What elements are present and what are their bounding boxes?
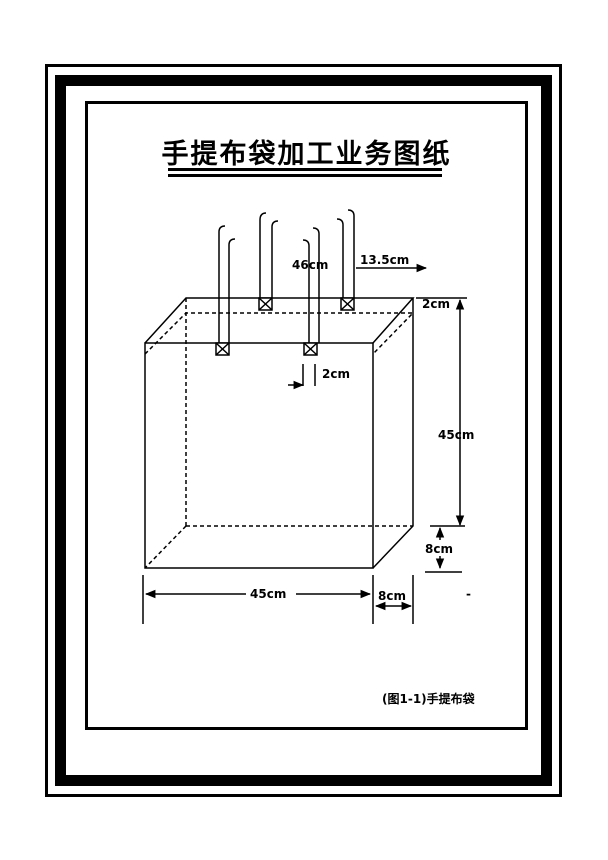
dimension-lines: [142, 263, 467, 624]
bag-side-face: [372, 298, 414, 569]
handles: [218, 209, 355, 343]
thick-border: [55, 75, 552, 786]
outer-border: [45, 64, 562, 797]
dim-side-gusset: 8cm: [378, 589, 406, 603]
dim-top-hem: 2cm: [422, 297, 450, 311]
bag-box: [144, 297, 415, 569]
dim-width: 45cm: [250, 587, 286, 601]
inner-border: [85, 101, 528, 730]
dim-handle-offset: 13.5cm: [360, 253, 409, 267]
bag-front-face: [144, 342, 374, 569]
stray-mark: -: [466, 587, 471, 601]
stitch-boxes: [215, 297, 355, 356]
title-underline-top: [168, 168, 442, 171]
dim-bottom-gusset: 8cm: [425, 542, 453, 556]
bag-top-face: [144, 297, 415, 344]
hidden-edges: [144, 298, 415, 569]
dim-height: 45cm: [438, 428, 474, 442]
page-title: 手提布袋加工业务图纸: [161, 139, 452, 170]
dim-handle-spacing: 46cm: [292, 258, 328, 272]
title-underline-bottom: [168, 174, 442, 177]
dim-handle-width: 2cm: [322, 367, 350, 381]
figure-caption: (图1-1)手提布袋: [382, 692, 475, 706]
